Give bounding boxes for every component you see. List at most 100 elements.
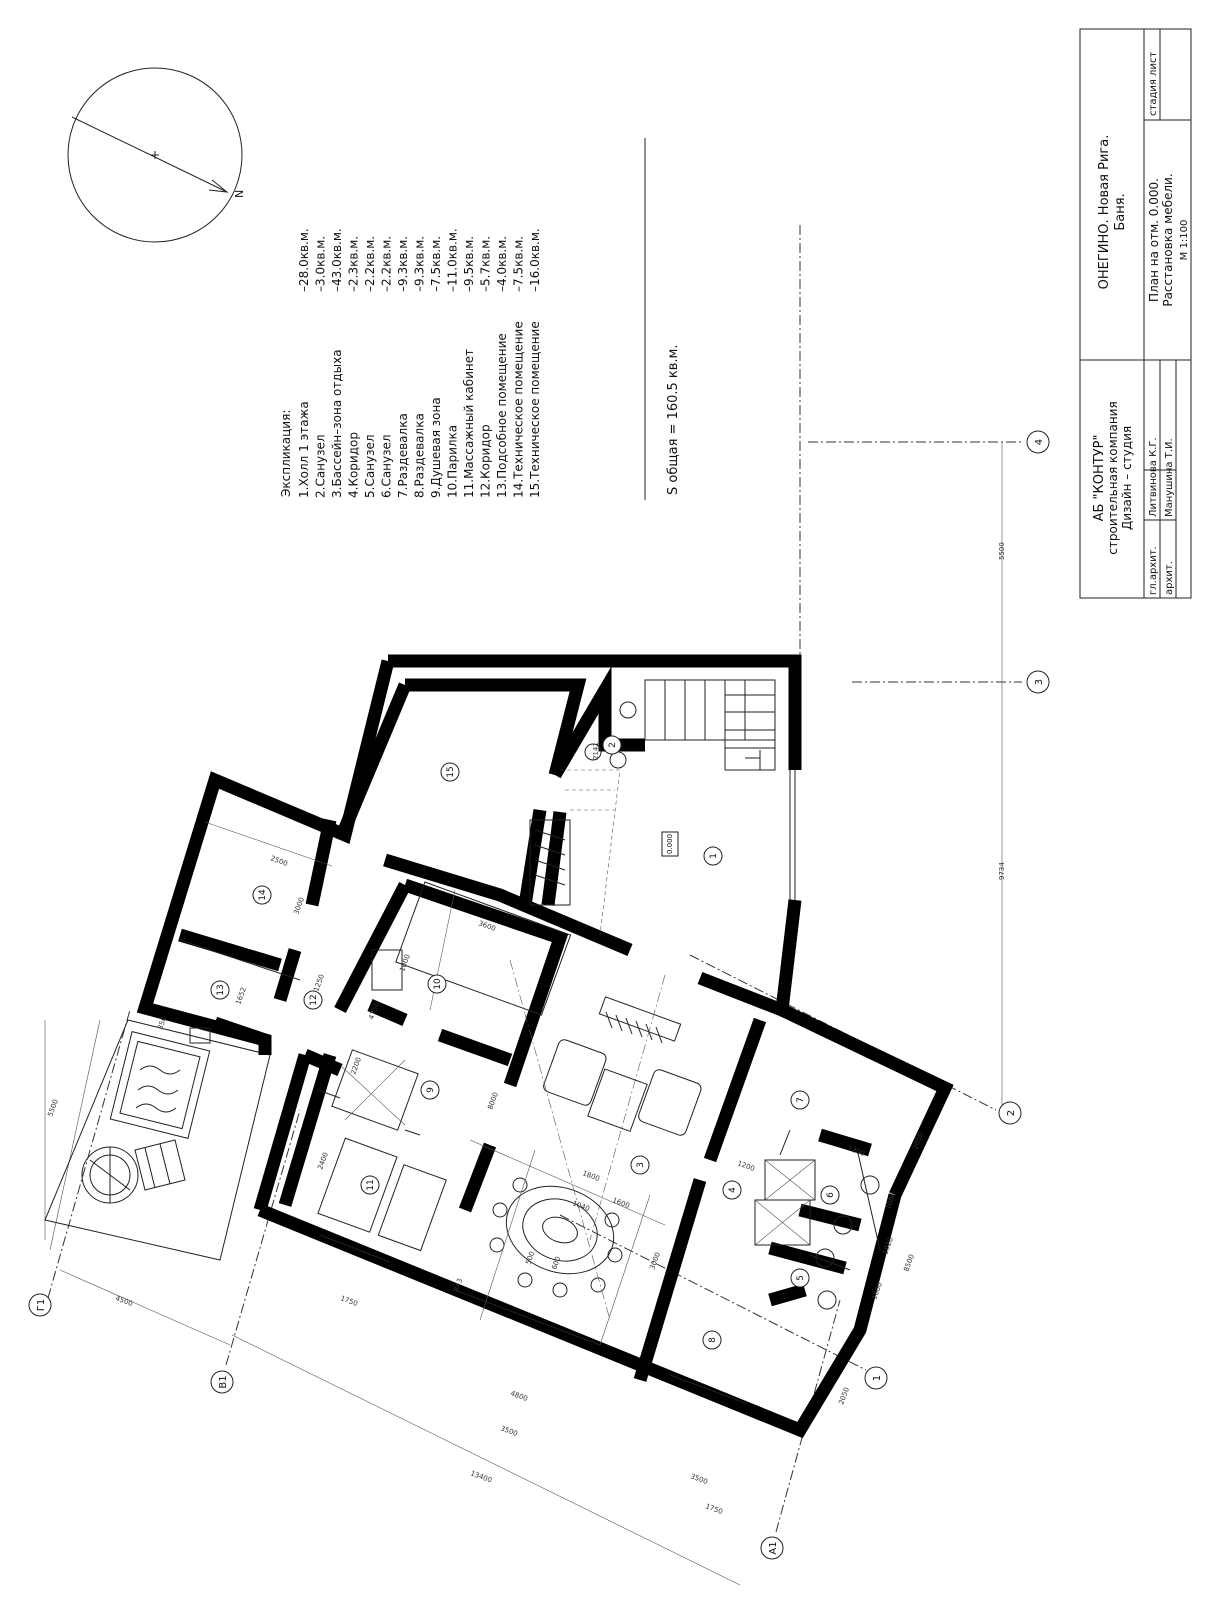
company-type: строительная компания <box>1106 401 1120 554</box>
sauna-benches <box>395 881 572 1016</box>
dim-600: 600 <box>550 1255 562 1270</box>
explication-room-name: 7.Раздевалка <box>396 413 410 498</box>
dim-4500: 4500 <box>114 1294 133 1308</box>
explication-room-name: 1.Холл 1 этажа <box>297 401 311 498</box>
explication-room-name: 12.Коридор <box>479 424 493 498</box>
dim-1750-a: 1750 <box>339 1294 358 1308</box>
room-marker-circle <box>790 1268 810 1288</box>
axis-label-2: 2 <box>1006 1110 1017 1116</box>
explication-room-area: –16.0кв.м. <box>528 228 542 292</box>
room-marker-circle <box>440 762 460 782</box>
north-label: N <box>233 190 246 198</box>
name-chief-architect: Литвинова К.Г. <box>1148 437 1159 517</box>
sheet-title-1: План на отм. 0.000. <box>1147 178 1161 302</box>
room-marker-circle <box>420 1080 440 1100</box>
dim-1750-b: 1750 <box>704 1502 723 1516</box>
explication-room-name: 11.Массажный кабинет <box>462 349 476 498</box>
coffee-table <box>587 1068 648 1132</box>
room-marker-circle <box>703 846 723 866</box>
explication-room-area: –9.3кв.м. <box>396 236 410 292</box>
dim-9734: 9734 <box>998 862 1006 880</box>
dim-8500: 8500 <box>902 1253 916 1272</box>
explication-title: Экспликация: <box>279 410 293 497</box>
axis-label-g1: Г1 <box>36 1299 47 1311</box>
room-marker-number: 15 <box>446 766 456 777</box>
explication-room-area: –9.3кв.м. <box>413 236 427 292</box>
dim-2050-b: 2050 <box>837 1386 851 1405</box>
jacuzzi <box>505 1185 615 1275</box>
dimensions: 5500 9734 5500 4500 13400 4800 3500 3500… <box>46 542 1006 1516</box>
room-marker-number: 14 <box>258 889 268 901</box>
room-marker-number: 6 <box>826 1192 836 1198</box>
title-block: АБ "КОНТУР" строительная компания Дизайн… <box>1079 28 1192 599</box>
room-marker-circle <box>722 1180 742 1200</box>
room-marker-number: 4 <box>728 1187 738 1193</box>
explication-room-name: 8.Раздевалка <box>413 413 427 498</box>
dim-3000-a: 3000 <box>648 1251 662 1270</box>
dim-500: 500 <box>524 1250 536 1265</box>
explication-room-area: –7.5кв.м. <box>512 236 526 292</box>
explication-room-area: –5.7кв.м. <box>479 236 493 292</box>
name-architect: Манушина Т.И. <box>1164 438 1175 517</box>
axis-marker-3 <box>1026 670 1050 694</box>
room-marker-circle <box>210 980 230 1000</box>
project-name: ОНЕГИНО. Новая Рига. <box>1097 135 1112 290</box>
room-marker-circle <box>790 1090 810 1110</box>
axis-label-4: 4 <box>1034 439 1045 445</box>
room-explication: Экспликация: 1.Холл 1 этажа –28.0кв.м. 2.С… <box>279 138 681 500</box>
room-marker-number: 7 <box>796 1097 806 1103</box>
dim-1200-a: 1200 <box>736 1159 755 1173</box>
axis-label-1: 1 <box>872 1375 883 1381</box>
armchair-2 <box>638 1069 702 1136</box>
dim-3500-b: 3500 <box>689 1472 708 1486</box>
room-marker-circle <box>602 735 622 755</box>
dim-1250: 1250 <box>312 973 326 992</box>
axis-marker-b1 <box>210 1370 234 1394</box>
armchair-1 <box>543 1039 607 1106</box>
dim-2141: 2141 <box>592 742 600 760</box>
explication-room-area: –28.0кв.м. <box>297 228 311 292</box>
sheet-scale: М 1:100 <box>1179 220 1190 261</box>
explication-room-area: –2.2кв.м. <box>380 236 394 292</box>
north-arrow: N <box>67 67 246 243</box>
explication-room-name: 15.Техническое помещение <box>528 321 542 498</box>
explication-room-name: 14.Техническое помещение <box>512 321 526 498</box>
dim-8000: 8000 <box>486 1091 500 1110</box>
explication-room-name: 2.Санузел <box>314 434 328 498</box>
project-object: Баня. <box>1113 193 1128 230</box>
axis-marker-2 <box>998 1101 1022 1125</box>
explication-room-name: 5.Санузел <box>363 434 377 498</box>
explication-room-area: –11.0кв.м. <box>446 228 460 292</box>
dim-13400: 13400 <box>469 1469 493 1484</box>
dim-1040: 1040 <box>571 1199 590 1213</box>
explication-room-area: –3.0кв.м. <box>314 236 328 292</box>
room-marker-circle <box>630 1155 650 1175</box>
axis-marker-4 <box>1026 430 1050 454</box>
dim-1652: 1652 <box>234 986 248 1005</box>
shower-cabins <box>331 1049 419 1131</box>
dim-3000-b: 3000 <box>292 896 306 915</box>
company-division: Дизайн – студия <box>1120 426 1134 530</box>
room-marker-circle <box>702 1330 722 1350</box>
explication-room-name: 13.Подсобное помещение <box>495 333 509 498</box>
role-architect: архит. <box>1164 561 1175 595</box>
explication-room-area: –7.5кв.м. <box>429 236 443 292</box>
axis-label-a1: А1 <box>768 1541 779 1554</box>
explication-room-area: –2.3кв.м. <box>347 236 361 292</box>
axis-label-3: 3 <box>1034 679 1045 685</box>
level-mark: 0.000 <box>661 831 679 857</box>
dim-1800-b: 1800 <box>581 1169 600 1183</box>
floor-plan <box>44 654 954 1439</box>
total-area: S общая = 160.5 кв.м. <box>666 345 681 495</box>
explication-room-area: –9.5кв.м. <box>462 236 476 292</box>
dim-2200: 2200 <box>349 1056 363 1075</box>
dim-1600: 1600 <box>611 1196 630 1210</box>
room-marker-number: 2 <box>608 742 618 748</box>
massage-table-2 <box>377 1164 447 1252</box>
fireplace-bench <box>598 996 682 1042</box>
room-marker-circle <box>427 974 447 994</box>
dim-1000-a: 1000 <box>398 953 412 972</box>
room-marker-number: 1 <box>709 853 719 859</box>
explication-room-name: 4.Коридор <box>347 432 361 498</box>
